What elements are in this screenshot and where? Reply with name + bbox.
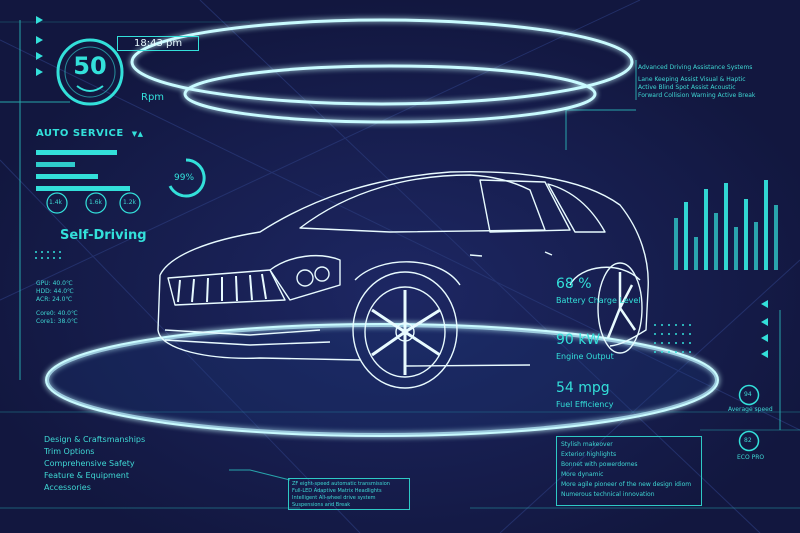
stat-value: 90 kW — [556, 332, 601, 348]
time-display: 18:43 pm — [134, 38, 183, 49]
spec-item: Suspensions and Break — [292, 502, 351, 508]
stat-label: Fuel Efficiency — [556, 400, 614, 409]
highlights-panel: Stylish makeover Exterior highlights Bon… — [556, 436, 702, 506]
specs-panel: ZF eight-speed automatic transmission Fu… — [288, 478, 410, 510]
side-arrows-left — [34, 14, 46, 82]
highlight-item: Bonnet with powerdomes — [561, 461, 638, 468]
chart-bar — [744, 199, 748, 270]
menu-item-safety[interactable]: Comprehensive Safety — [44, 459, 135, 468]
mini-gauges: 1.4k 1.6k 1.2k — [46, 192, 166, 214]
rpm-gauge: 50 — [55, 36, 135, 108]
assist-panel: Advanced Driving Assistance Systems Lane… — [638, 64, 788, 100]
chevron-down-icon[interactable]: ▼▲ — [131, 130, 144, 138]
highlight-item: More agile pioneer of the new design idi… — [561, 481, 692, 488]
menu-item-accessories[interactable]: Accessories — [44, 483, 91, 492]
highlight-item: Exterior highlights — [561, 451, 617, 458]
chart-bar — [724, 183, 728, 270]
stat-engine: 90 kW Engine Output — [556, 332, 614, 361]
service-bar — [36, 162, 75, 167]
menu-item-trim[interactable]: Trim Options — [44, 447, 95, 456]
car-wireframe — [157, 170, 649, 389]
spec-item: Full-LED Adaptive Matrix Headlights — [292, 488, 382, 494]
assist-line: Active Blind Spot Assist Acoustic — [638, 84, 736, 91]
left-menu: Design & Craftsmanships Trim Options Com… — [44, 434, 145, 494]
menu-item-features[interactable]: Feature & Equipment — [44, 471, 129, 480]
spec-item: Intelligent All-wheel drive system — [292, 495, 376, 501]
avg-speed-gauge: 94 — [738, 384, 760, 406]
service-bar — [36, 186, 130, 191]
dot-grid — [654, 324, 691, 353]
auto-service-label: AUTO SERVICE — [36, 128, 124, 139]
chart-bar — [714, 213, 718, 270]
rpm-unit: Rpm — [141, 92, 165, 103]
sensor-item: HDD: 44.0℃ — [36, 288, 74, 295]
service-bar — [36, 150, 117, 155]
side-arrows-right — [761, 300, 768, 358]
stat-label: Engine Output — [556, 352, 614, 361]
bar-chart — [674, 180, 778, 270]
chart-bar — [764, 180, 768, 270]
chart-bar — [694, 237, 698, 270]
gauge-label: Average speed — [728, 406, 773, 413]
highlight-item: Numerous technical innovation — [561, 491, 655, 498]
self-driving-label[interactable]: Self-Driving — [60, 228, 147, 243]
sensor-item: ACR: 24.0℃ — [36, 296, 73, 303]
service-percent-gauge: 99% — [166, 158, 206, 198]
mini-gauge-value: 1.2k — [123, 199, 137, 206]
rpm-value: 50 — [73, 52, 107, 80]
highlight-item: More dynamic — [561, 471, 604, 478]
service-bar — [36, 174, 98, 179]
eco-pro-gauge: 82 — [738, 430, 760, 452]
chart-bar — [774, 205, 778, 270]
chart-bar — [674, 218, 678, 270]
chart-bar — [754, 222, 758, 270]
sensor-item: Core0: 40.0℃ — [36, 310, 78, 317]
gauge-value: 94 — [744, 391, 752, 398]
sensor-readouts: GPU: 40.0℃ HDD: 44.0℃ ACR: 24.0℃ Core0: … — [36, 280, 78, 326]
stat-value: 68 % — [556, 276, 592, 292]
gauge-label: ECO PRO — [737, 454, 765, 461]
spec-item: ZF eight-speed automatic transmission — [292, 481, 390, 487]
highlight-item: Stylish makeover — [561, 441, 613, 448]
assist-line: Lane Keeping Assist Visual & Haptic — [638, 76, 746, 83]
auto-service-bars — [36, 150, 166, 191]
time-box: 18:43 pm — [117, 36, 199, 51]
dot-grid — [35, 251, 61, 259]
stat-fuel: 54 mpg Fuel Efficiency — [556, 380, 613, 409]
stat-battery: 68 % Battery Charge Level — [556, 276, 641, 305]
mini-gauge-value: 1.4k — [49, 199, 63, 206]
sensor-item: Core1: 38.0℃ — [36, 318, 78, 325]
stat-label: Battery Charge Level — [556, 296, 641, 305]
chart-bar — [734, 227, 738, 270]
assist-line: Forward Collision Warning Active Break — [638, 92, 756, 99]
mini-gauge-value: 1.6k — [89, 199, 103, 206]
service-percent: 99% — [174, 173, 195, 183]
stat-value: 54 mpg — [556, 380, 610, 396]
auto-service-title[interactable]: AUTO SERVICE ▼▲ — [36, 128, 143, 139]
chart-bar — [704, 189, 708, 270]
chart-bar — [684, 202, 688, 270]
assist-title: Advanced Driving Assistance Systems — [638, 64, 753, 71]
menu-item-design[interactable]: Design & Craftsmanships — [44, 435, 146, 444]
gauge-value: 82 — [744, 437, 752, 444]
sensor-item: GPU: 40.0℃ — [36, 280, 73, 287]
